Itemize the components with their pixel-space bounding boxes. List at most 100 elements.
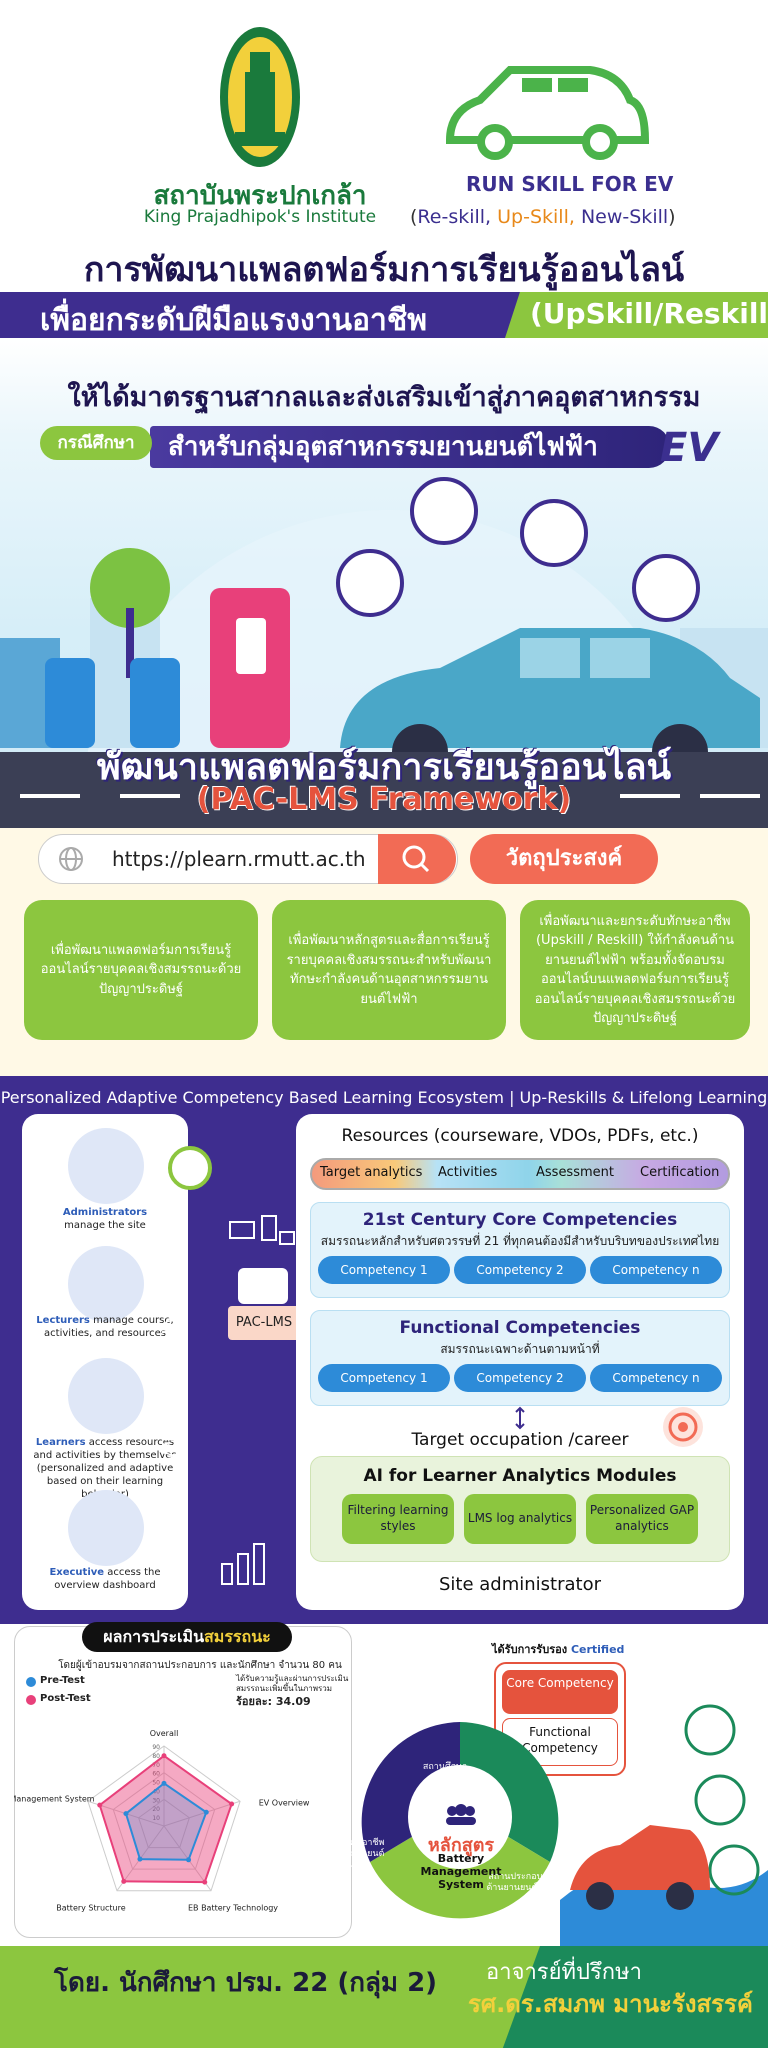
certification-frame bbox=[494, 1662, 626, 1776]
functional-competencies-title: Functional Competencies bbox=[399, 1318, 641, 1338]
radar-axis-line bbox=[163, 1800, 241, 1827]
evaluation-title: ผลการประเมินสมรรถนะ bbox=[82, 1622, 292, 1652]
ecosystem-heading: Personalized Adaptive Competency Based L… bbox=[0, 1088, 768, 1107]
double-arrow-icon bbox=[515, 1406, 525, 1430]
road-line bbox=[700, 794, 760, 798]
ai-module-lms-log: LMS log analytics bbox=[464, 1494, 576, 1544]
role-name: Learners bbox=[35, 1437, 86, 1448]
ai-analytics-title: AI for Learner Analytics Modules bbox=[363, 1466, 677, 1486]
radar-tick-label: 50 bbox=[152, 1780, 160, 1787]
flow-target-analytics: Target analytics bbox=[320, 1165, 423, 1180]
radar-grid-ring bbox=[112, 1772, 216, 1870]
scene-illustration bbox=[0, 477, 768, 780]
role-desc: manage course, activities, and resources bbox=[44, 1315, 174, 1339]
legend-pre-dot bbox=[26, 1677, 36, 1687]
radar-grid-ring bbox=[138, 1798, 190, 1849]
legend-post-test: Post-Test bbox=[40, 1693, 91, 1704]
radar-tick-label: 90 bbox=[152, 1744, 160, 1751]
objective-card-2: เพื่อพัฒนาหลักสูตรและสื่อการเรียนรู้รายบ… bbox=[272, 900, 506, 1040]
bar-chart-icon bbox=[221, 1543, 265, 1585]
radar-point bbox=[203, 1809, 209, 1815]
kpi-emblem-logo bbox=[220, 27, 300, 167]
role-executive: Executive access the overview dashboard bbox=[30, 1566, 180, 1592]
title-band-purple bbox=[0, 292, 520, 338]
radar-category-label: EB Battery Technology bbox=[188, 1904, 278, 1913]
newskill-text: New-Skill bbox=[580, 206, 669, 228]
radar-tick-label: 20 bbox=[152, 1806, 160, 1813]
ev-charging-illustration bbox=[560, 1704, 768, 1946]
evaluation-card bbox=[14, 1626, 352, 1938]
ai-module-gap: Personalized GAP analytics bbox=[586, 1494, 698, 1544]
url-text[interactable]: https://plearn.rmutt.ac.th bbox=[112, 847, 366, 871]
eval-title-a: ผลการประเมิน bbox=[103, 1627, 205, 1646]
core-competency-n: Competency n bbox=[590, 1256, 722, 1284]
objectives-label: วัตถุประสงค์ bbox=[470, 834, 658, 884]
search-button[interactable] bbox=[378, 834, 456, 884]
radar-point bbox=[161, 1780, 167, 1786]
pac-lms-title: พัฒนาแพลตฟอร์มการเรียนรู้ออนไลน์ bbox=[96, 747, 672, 788]
curriculum-subtitle: Battery Management System bbox=[420, 1852, 502, 1892]
legend-post-dot bbox=[26, 1695, 36, 1705]
functional-competency-n: Competency n bbox=[590, 1364, 722, 1392]
radar-point bbox=[123, 1811, 129, 1817]
objective-card-1: เพื่อพัฒนาแพลตฟอร์มการเรียนรู้ออนไลน์ราย… bbox=[24, 900, 258, 1040]
curriculum-title: หลักสูตร bbox=[427, 1835, 495, 1856]
case-study-label: กรณีศึกษา bbox=[40, 426, 152, 460]
certified-word: Certified bbox=[570, 1643, 625, 1656]
role-desc: manage the site bbox=[64, 1220, 146, 1231]
role-lecturers: Lecturers manage course, activities, and… bbox=[30, 1314, 180, 1340]
search-icon bbox=[402, 845, 430, 873]
radar-point bbox=[137, 1856, 143, 1862]
web-mobile-interface-label: WEB/mobile Interface bbox=[158, 1245, 182, 1462]
devices-icon bbox=[229, 1215, 295, 1245]
radar-tick-label: 10 bbox=[152, 1815, 160, 1822]
radar-grid-ring bbox=[87, 1745, 241, 1892]
ev-logo: EV bbox=[660, 425, 719, 471]
radar-tick-label: 60 bbox=[152, 1771, 160, 1778]
certified-title: ได้รับการรับรอง Certified bbox=[492, 1640, 624, 1658]
search-icon bbox=[168, 1146, 212, 1190]
code-icon bbox=[238, 1268, 288, 1304]
evaluation-note: ได้รับความรู้และผ่านการประเมินสมรรถนะเพิ… bbox=[236, 1674, 354, 1709]
radar-category-label: EV Overview bbox=[259, 1798, 310, 1807]
radar-series-post-test bbox=[98, 1754, 233, 1884]
header bbox=[0, 0, 768, 340]
authors-label: โดย. นักศึกษา ปรม. 22 (กลุ่ม 2) bbox=[54, 1968, 438, 1998]
title-line-2: เพื่อยกระดับฝีมือแรงงานอาชีพ bbox=[40, 303, 428, 338]
core-competencies-title: 21st Century Core Competencies bbox=[362, 1210, 678, 1230]
core-competency-2: Competency 2 bbox=[454, 1256, 586, 1284]
radar-point bbox=[186, 1857, 192, 1863]
role-name: Administrators bbox=[62, 1207, 148, 1218]
road-line bbox=[20, 794, 80, 798]
core-competencies-sub: สมรรถนะหลักสำหรับศตวรรษที่ 21 ที่ทุกคนต้… bbox=[320, 1234, 720, 1248]
executive-avatar bbox=[68, 1490, 144, 1566]
resources-title: Resources (courseware, VDOs, PDFs, etc.) bbox=[341, 1126, 699, 1146]
administrator-avatar bbox=[68, 1128, 144, 1204]
institute-name-thai: สถาบันพระปกเกล้า bbox=[153, 181, 367, 211]
functional-competency-2: Competency 2 bbox=[454, 1364, 586, 1392]
radar-category-label: Battery Structure bbox=[56, 1904, 125, 1913]
role-desc: access the overview dashboard bbox=[54, 1567, 161, 1591]
eval-note-value: ร้อยละ: 34.09 bbox=[236, 1694, 311, 1708]
flow-activities: Activities bbox=[438, 1165, 498, 1180]
legend-pre-test: Pre-Test bbox=[40, 1675, 85, 1686]
people-icon bbox=[446, 1804, 476, 1825]
lecturer-avatar bbox=[68, 1246, 144, 1322]
radar-point bbox=[202, 1879, 208, 1885]
globe-icon bbox=[59, 847, 83, 871]
evaluation-subtitle: โดยผู้เข้าอบรมจากสถานประกอบการ และนักศึก… bbox=[58, 1660, 342, 1671]
reskill-text: Re-skill, bbox=[417, 206, 492, 228]
flow-certification: Certification bbox=[640, 1165, 720, 1180]
objective-card-3: เพื่อพัฒนาและยกระดับทักษะอาชีพ (Upskill … bbox=[520, 900, 750, 1040]
radar-tick-label: 70 bbox=[152, 1762, 160, 1769]
scene-subtitle: ให้ได้มาตรฐานสากลและส่งเสริมเข้าสู่ภาคอุ… bbox=[67, 382, 701, 413]
segment-institution: สถานศึกษา bbox=[422, 1762, 468, 1772]
road bbox=[0, 752, 768, 828]
core-competency-box: Core Competency bbox=[502, 1670, 618, 1714]
pac-lms-framework-label: (PAC-LMS Framework) bbox=[196, 782, 572, 817]
radar-category-label: Overall bbox=[150, 1729, 179, 1738]
learning-flow-bar bbox=[310, 1158, 730, 1190]
road-line bbox=[620, 794, 680, 798]
site-administrator-label: Site administrator bbox=[438, 1574, 602, 1595]
certified-text: ได้รับการรับรอง bbox=[492, 1643, 568, 1656]
